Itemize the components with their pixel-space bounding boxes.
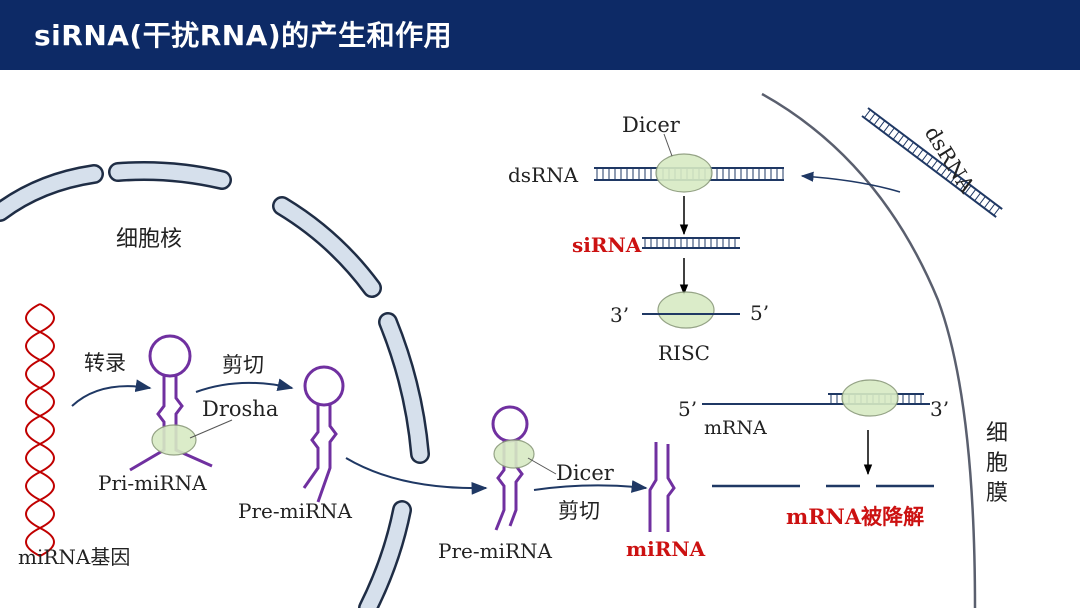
sirna-label: siRNA	[572, 233, 642, 257]
pre-mirna-structure-2	[491, 405, 529, 531]
dicer2-label: Dicer	[622, 113, 681, 137]
drosha-label: Drosha	[202, 397, 278, 421]
dicer2-pointer	[663, 133, 673, 157]
mirna-gene-label: miRNA基因	[18, 545, 130, 569]
three-prime-b: 3’	[930, 397, 949, 421]
dicer1-pointer	[527, 457, 557, 475]
dsrna-left-label: dsRNA	[508, 163, 579, 187]
pre-mirna-structure-1	[302, 365, 345, 503]
transcribe-label: 转录	[84, 351, 126, 375]
dicer1-label: Dicer	[556, 461, 615, 485]
dsrna-external	[861, 107, 1003, 218]
nuclear-envelope	[0, 161, 430, 612]
pri-mirna-label: Pri-miRNA	[98, 471, 207, 495]
page-title: siRNA(干扰RNA)的产生和作用	[34, 19, 453, 52]
export-arrow	[345, 457, 488, 495]
risc-on-mrna	[841, 379, 899, 417]
pre-mirna-label-1: Pre-miRNA	[238, 499, 353, 523]
dicer-enzyme-2	[655, 153, 713, 193]
title-bar: siRNA(干扰RNA)的产生和作用	[0, 0, 1080, 70]
entry-arrow	[800, 171, 901, 193]
cut2-label: 剪切	[558, 499, 600, 523]
sirna-diagram: 细胞核 细 胞 膜 miRNA基因 转录 Pri-miRNA Drosha 剪切…	[0, 92, 1008, 612]
risc-complex	[657, 291, 715, 329]
five-prime-b: 5’	[678, 397, 697, 421]
dicer-enzyme-1	[493, 439, 535, 469]
membrane-label-3: 膜	[986, 481, 1008, 506]
mirna-structure	[648, 442, 676, 532]
cut-arrow-2	[533, 480, 648, 493]
drosha-enzyme	[151, 424, 197, 456]
cut1-label: 剪切	[222, 353, 264, 377]
five-prime-a: 5’	[750, 301, 769, 325]
risc-label: RISC	[658, 341, 710, 365]
nucleus-label: 细胞核	[116, 227, 182, 252]
transcribe-arrow	[71, 379, 152, 407]
three-prime-a: 3’	[610, 303, 629, 327]
degraded-label: mRNA被降解	[786, 504, 924, 529]
mrna-label: mRNA	[704, 417, 767, 439]
membrane-label-2: 胞	[986, 451, 1008, 476]
sirna-duplex	[642, 237, 740, 249]
cell-membrane	[761, 92, 977, 609]
diagram-area: 细胞核 细 胞 膜 miRNA基因 转录 Pri-miRNA Drosha 剪切…	[0, 70, 1080, 612]
dna-helix	[25, 303, 55, 557]
cut-arrow-1	[195, 378, 294, 393]
drosha-pointer	[189, 419, 233, 439]
mirna-label: miRNA	[626, 537, 706, 561]
membrane-label-1: 细	[986, 421, 1008, 446]
pre-mirna-label-2: Pre-miRNA	[438, 539, 553, 563]
